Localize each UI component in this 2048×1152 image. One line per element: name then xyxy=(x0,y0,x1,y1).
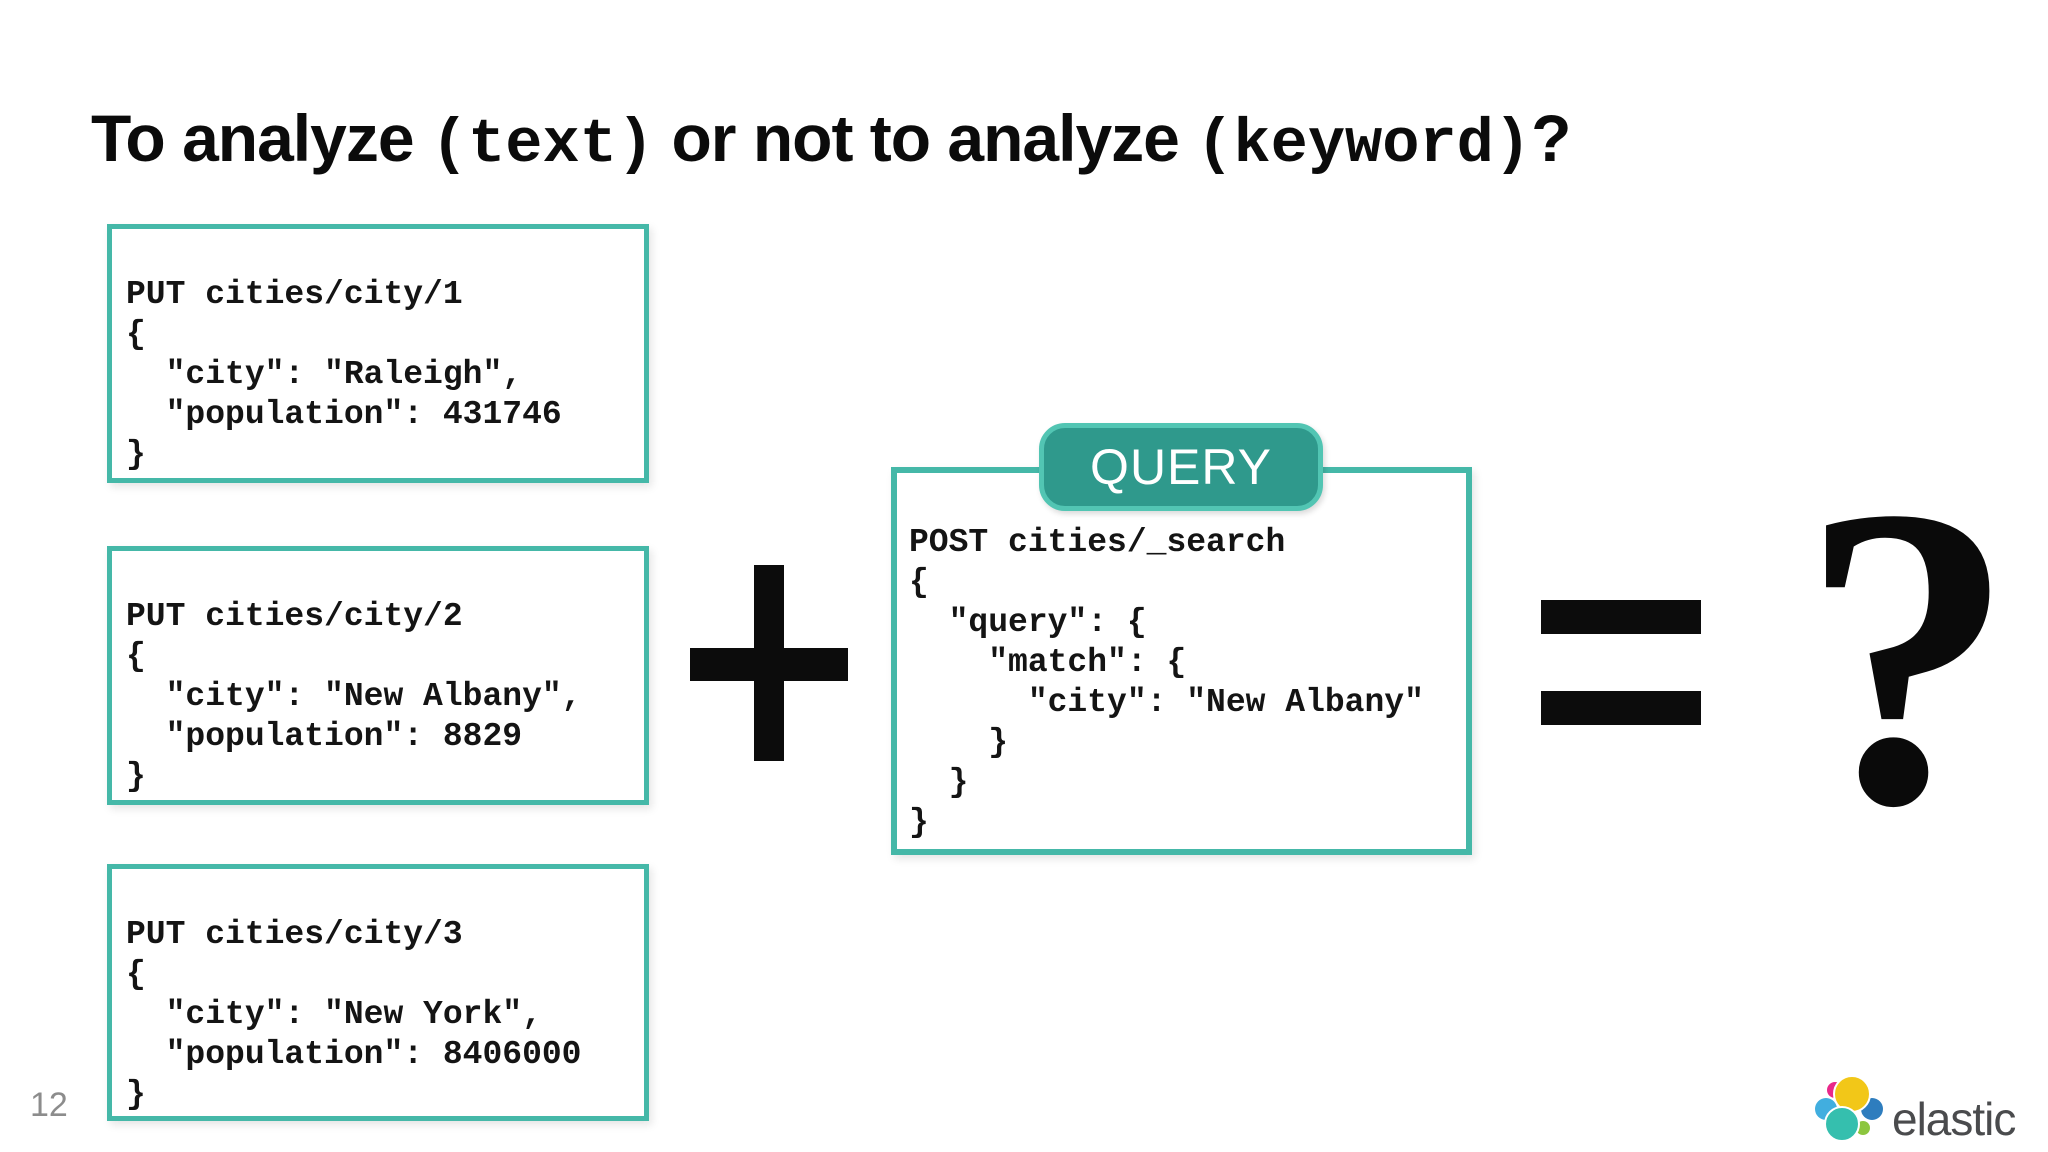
question-mark: ? xyxy=(1800,419,2015,895)
title-segment-sans: To analyze xyxy=(91,101,431,175)
equals-top-bar xyxy=(1541,600,1701,634)
elastic-logo: elastic xyxy=(1810,1070,2020,1148)
document-box-1: PUT cities/city/1 { "city": "Raleigh", "… xyxy=(107,224,649,483)
title-segment-sans: ? xyxy=(1531,101,1571,175)
document-code-3: PUT cities/city/3 { "city": "New York", … xyxy=(126,916,582,1113)
query-code: POST cities/_search { "query": { "match"… xyxy=(909,524,1424,841)
plus-icon xyxy=(690,565,848,761)
query-badge-label: QUERY xyxy=(1090,439,1272,495)
equals-bottom-bar xyxy=(1541,691,1701,725)
page-title: To analyze (text) or not to analyze (key… xyxy=(91,100,1571,180)
query-badge: QUERY xyxy=(1039,423,1323,511)
equals-icon xyxy=(1541,600,1701,725)
document-code-2: PUT cities/city/2 { "city": "New Albany"… xyxy=(126,598,582,795)
document-box-3: PUT cities/city/3 { "city": "New York", … xyxy=(107,864,649,1121)
document-code-1: PUT cities/city/1 { "city": "Raleigh", "… xyxy=(126,276,562,473)
elastic-logo-wordmark: elastic xyxy=(1892,1093,2016,1145)
title-segment-mono-keyword: (keyword) xyxy=(1196,109,1532,180)
document-box-2: PUT cities/city/2 { "city": "New Albany"… xyxy=(107,546,649,805)
plus-horizontal-bar xyxy=(690,648,848,681)
title-segment-mono-text: (text) xyxy=(430,109,655,180)
query-box: POST cities/_search { "query": { "match"… xyxy=(891,467,1472,855)
elastic-logo-teal-circle xyxy=(1824,1106,1860,1142)
title-segment-sans: or not to analyze xyxy=(654,101,1197,175)
page-number: 12 xyxy=(30,1086,68,1124)
